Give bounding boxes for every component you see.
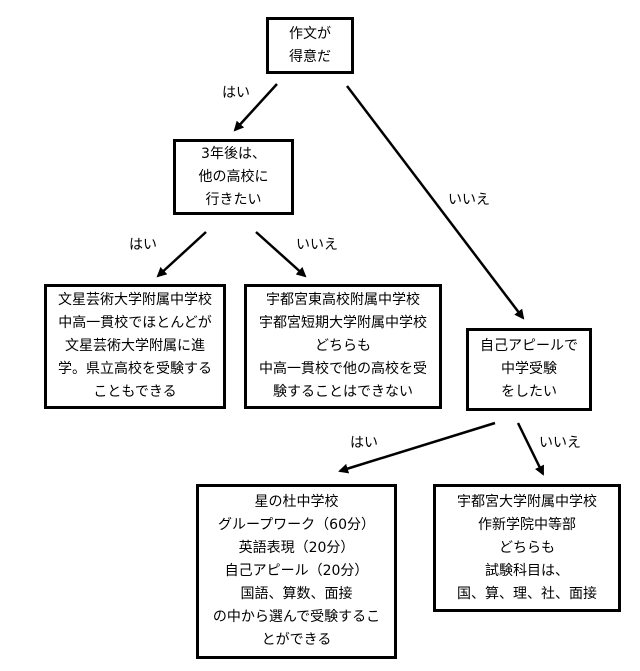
arrow-q3nen-to-bunsei: [156, 231, 207, 278]
edge-label-start-yes: はい: [222, 85, 250, 101]
edge-label-q3-yes: はい: [129, 237, 157, 253]
arrow-start-to-q3nen: [233, 83, 278, 132]
arrow-qjiko-to-hoshinomori: [338, 421, 496, 474]
node-utsunomiya-higashi-result: 宇都宮東高校附属中学校 宇都宮短期大学附属中学校 どちらも 中高一貫校で他の高校…: [244, 284, 442, 409]
node-jiko-appeal-question: 自己アピールで 中学受験 をしたい: [466, 328, 592, 411]
node-hoshinomori-result: 星の杜中学校 グループワーク（60分） 英語表現（20分） 自己アピール（20分…: [196, 484, 397, 659]
node-utsunomiya-univ-result: 宇都宮大学附属中学校 作新学院中等部 どちらも 試験科目は、 国、算、理、社、面…: [433, 484, 621, 612]
node-bunsei-result: 文星芸術大学附属中学校 中高一貫校でほとんどが 文星芸術大学附属に進 学。県立高…: [44, 284, 226, 409]
edge-label-q3-no: いいえ: [296, 237, 338, 253]
edge-label-start-no: いいえ: [448, 192, 490, 208]
node-3nengo-question: 3年後は、 他の高校に 行きたい: [173, 139, 294, 215]
arrow-start-to-qjiko: [346, 85, 525, 320]
edge-label-jiko-yes: はい: [350, 435, 378, 451]
node-start-question: 作文が 得意だ: [266, 17, 354, 74]
edge-label-jiko-no: いいえ: [539, 435, 581, 451]
arrow-q3nen-to-utsunomiya-higashi: [255, 231, 307, 278]
arrow-qjiko-to-utsunomiya-univ: [516, 422, 545, 476]
